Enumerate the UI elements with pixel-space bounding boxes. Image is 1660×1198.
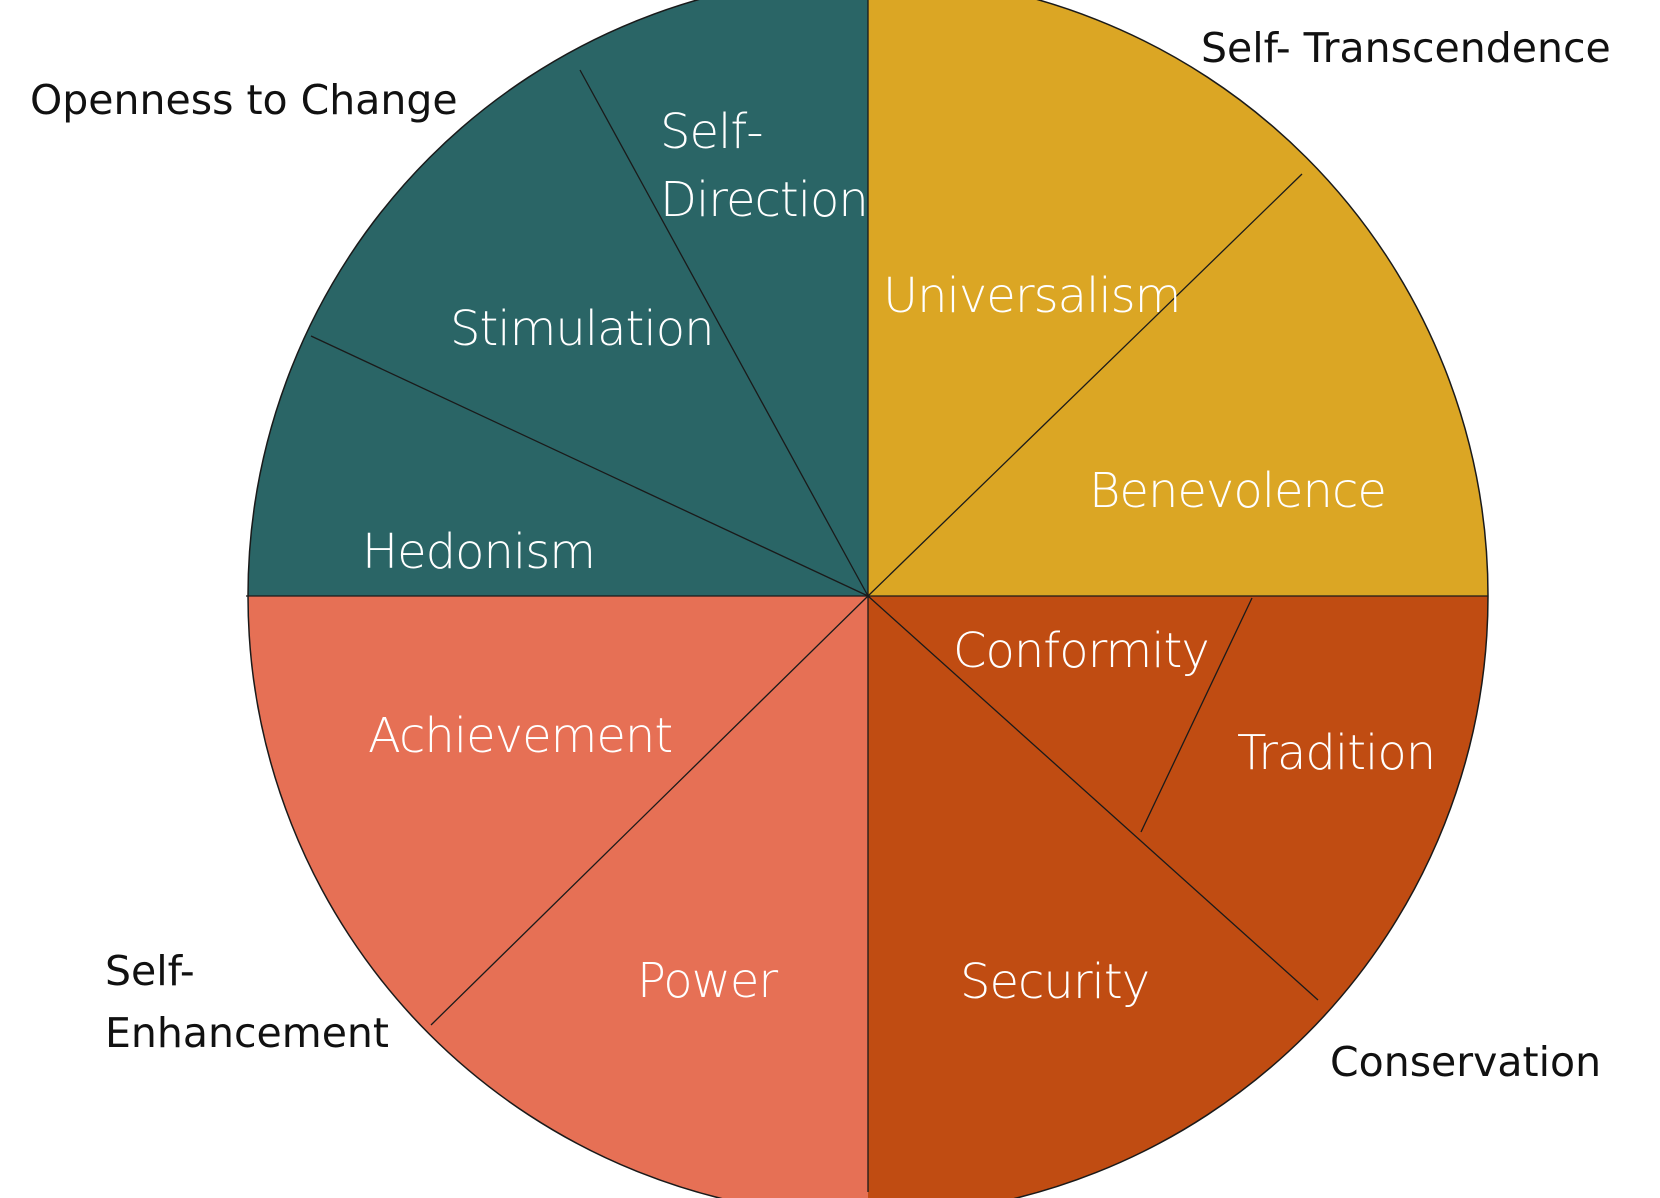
segment-divider	[579, 69, 869, 597]
segment-label-universalism-line: Universalism	[883, 268, 1180, 324]
segment-label-security: Security	[960, 954, 1149, 1010]
segment-label-self-direction-line: Self-	[660, 104, 763, 160]
segment-label-achievement: Achievement	[368, 708, 672, 764]
group-label-self-enhancement: Self- Enhancement	[105, 947, 389, 1057]
segment-label-tradition: Tradition	[1237, 725, 1435, 781]
group-label-self-transcendence: Self- Transcendence	[1201, 24, 1611, 72]
segment-border-layer	[246, 0, 1489, 1198]
segment-label-conformity-line: Conformity	[953, 623, 1209, 679]
segment-label-power: Power	[637, 953, 778, 1009]
segment-divider	[430, 595, 869, 1026]
group-label-self-enhancement-line: Enhancement	[105, 1009, 389, 1057]
segment-label-universalism: Universalism	[883, 268, 1180, 324]
segment-divider	[1140, 597, 1253, 833]
segment-divider	[867, 173, 1303, 597]
segment-label-security-line: Security	[960, 954, 1149, 1010]
group-label-openness-line: Openness to Change	[30, 76, 458, 124]
group-label-conservation-line: Conservation	[1330, 1038, 1601, 1086]
segment-divider	[310, 335, 869, 597]
segment-label-self-direction: Self- Direction	[660, 104, 868, 228]
wedge-openness	[248, 0, 868, 596]
group-label-openness: Openness to Change	[30, 76, 458, 124]
group-label-layer: Openness to Change Self- TranscendenceSel…	[30, 24, 1611, 1086]
wedge-self-enhancement	[248, 596, 868, 1198]
segment-label-conformity: Conformity	[953, 623, 1209, 679]
segment-label-self-direction-line: Direction	[660, 172, 868, 228]
segment-label-benevolence-line: Benevolence	[1089, 463, 1386, 519]
group-label-conservation: Conservation	[1330, 1038, 1601, 1086]
segment-label-tradition-line: Tradition	[1237, 725, 1435, 781]
segment-label-hedonism: Hedonism	[362, 524, 595, 580]
segment-divider	[867, 595, 1319, 1001]
wedge-conservation	[868, 596, 1488, 1198]
wedge-layer	[248, 0, 1488, 1198]
wedge-self-transcendence	[868, 0, 1488, 596]
group-label-self-enhancement-line: Self-	[105, 947, 195, 995]
segment-label-stimulation: Stimulation	[450, 301, 714, 357]
segment-label-stimulation-line: Stimulation	[450, 301, 714, 357]
segment-label-achievement-line: Achievement	[368, 708, 672, 764]
group-label-self-transcendence-line: Self- Transcendence	[1201, 24, 1611, 72]
segment-label-hedonism-line: Hedonism	[362, 524, 595, 580]
segment-label-power-line: Power	[637, 953, 778, 1009]
segment-label-benevolence: Benevolence	[1089, 463, 1386, 519]
